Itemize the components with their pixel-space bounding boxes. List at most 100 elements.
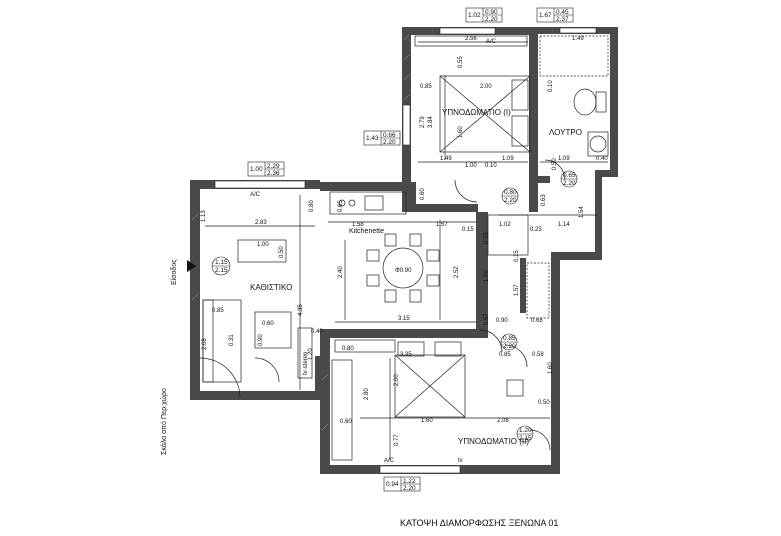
svg-text:1.57: 1.57 [436, 222, 448, 228]
svg-text:2.79: 2.79 [420, 116, 426, 128]
plan-title: ΚΑΤΟΨΗ ΔΙΑΜΟΡΦΩΣΗΣ ΞΕΝΩΝΑ 01 [400, 518, 559, 528]
svg-text:1.22: 1.22 [403, 478, 416, 485]
door-tag-bath: 0.65 2.20 [560, 170, 578, 188]
living-label: ΚΑΘΙΣΤΙΚΟ [250, 283, 292, 292]
svg-text:2.52: 2.52 [454, 266, 460, 278]
entrance-label: Είσοδος [170, 259, 178, 285]
svg-text:0.80: 0.80 [504, 189, 517, 196]
svg-text:0.90: 0.90 [258, 334, 264, 346]
svg-text:1.60: 1.60 [421, 418, 433, 424]
svg-text:0.60: 0.60 [340, 419, 352, 425]
svg-text:0.40: 0.40 [596, 156, 608, 162]
svg-text:2.20: 2.20 [485, 16, 498, 23]
svg-text:0.85: 0.85 [499, 352, 511, 358]
svg-text:0.50: 0.50 [538, 400, 550, 406]
svg-text:1.02: 1.02 [468, 12, 481, 19]
svg-text:0.77: 0.77 [394, 434, 400, 446]
svg-text:2.15: 2.15 [215, 267, 228, 274]
svg-text:1.20: 1.20 [519, 427, 532, 434]
svg-text:0.60: 0.60 [420, 188, 426, 200]
ac-label-bed1: A/C [486, 39, 497, 45]
svg-text:1.09: 1.09 [502, 156, 514, 162]
svg-text:1.49: 1.49 [440, 156, 452, 162]
window-tag-bed1-top: 1.02 0.90 2.20 [465, 7, 503, 23]
bedroom1-label: ΥΠΝΟΔΩΜΑΤΙΟ (Ι) [442, 108, 511, 117]
walls [190, 27, 618, 474]
wall-hatching [191, 34, 410, 431]
svg-text:0.50: 0.50 [279, 246, 285, 258]
svg-text:0.55: 0.55 [458, 56, 464, 68]
svg-text:1.58: 1.58 [352, 222, 364, 228]
svg-text:0.90: 0.90 [496, 318, 508, 324]
svg-text:0.31: 0.31 [229, 334, 235, 346]
svg-text:2.08: 2.08 [202, 338, 208, 350]
svg-text:0.45: 0.45 [556, 9, 569, 16]
svg-text:0.94: 0.94 [386, 481, 399, 488]
window-tag-bed2-bottom: 0.94 1.22 2.20 [383, 476, 421, 492]
ac-label-living: A/C [250, 192, 261, 198]
svg-text:0.95: 0.95 [484, 232, 490, 244]
svg-text:0.40: 0.40 [311, 329, 323, 335]
svg-text:1.60: 1.60 [548, 362, 554, 374]
svg-text:0.80: 0.80 [309, 200, 315, 212]
svg-text:3.15: 3.15 [398, 316, 410, 322]
svg-text:2.20: 2.20 [563, 180, 576, 187]
window-tag-living-top: 1.00 2.29 2.36 [247, 161, 285, 177]
interior-lines [199, 35, 609, 461]
svg-text:1.13: 1.13 [201, 210, 207, 222]
svg-text:0.85: 0.85 [503, 335, 516, 342]
svg-text:0.10: 0.10 [485, 163, 497, 169]
svg-text:0.57: 0.57 [484, 313, 490, 325]
svg-text:0.58: 0.58 [532, 352, 544, 358]
svg-text:1.57: 1.57 [514, 284, 520, 296]
svg-text:2.15: 2.15 [519, 435, 532, 442]
svg-text:2.00: 2.00 [480, 84, 492, 90]
windows [214, 27, 597, 474]
tv-label: tv [458, 458, 463, 464]
svg-text:1.54: 1.54 [579, 206, 585, 218]
svg-text:1.00: 1.00 [484, 270, 490, 282]
svg-text:0.15: 0.15 [462, 227, 474, 233]
door-tag-bed1: 0.80 2.20 [501, 187, 519, 205]
bathroom-label: ΛΟΥΤΡΟ [549, 128, 582, 137]
svg-text:0.63: 0.63 [541, 194, 547, 206]
svg-text:3.84: 3.84 [428, 116, 434, 128]
door-tag-bed2: 0.85 2.20 [500, 333, 518, 351]
svg-text:0.85: 0.85 [420, 84, 432, 90]
svg-text:3.35: 3.35 [400, 352, 412, 358]
svg-text:0.65: 0.65 [563, 172, 576, 179]
svg-text:0.66: 0.66 [383, 132, 396, 139]
ac-label-bed2: A/C [384, 458, 395, 464]
svg-text:1.15: 1.15 [215, 259, 228, 266]
door-tag-bed2-balcony: 1.20 2.15 [516, 425, 534, 443]
svg-text:1.60: 1.60 [458, 126, 464, 138]
svg-text:2.37: 2.37 [556, 16, 569, 23]
stair-link-label: Σκάλα από Περ.χώρο [160, 388, 168, 455]
kitchenette-label: Kitchenette [349, 228, 384, 235]
svg-text:0.85: 0.85 [212, 308, 224, 314]
svg-text:0.65: 0.65 [338, 200, 344, 212]
dimension-labels: 2.56 1.49 0.55 2.79 3.84 0.85 2.00 1.60 … [201, 36, 608, 446]
svg-text:2.00: 2.00 [394, 374, 400, 386]
svg-text:4.35: 4.35 [298, 304, 304, 316]
svg-text:2.36: 2.36 [267, 170, 280, 177]
svg-text:2.20: 2.20 [504, 197, 517, 204]
svg-text:2.83: 2.83 [255, 220, 267, 226]
svg-text:1.49: 1.49 [572, 36, 584, 42]
svg-text:2.20: 2.20 [403, 485, 416, 492]
tv-stereo-label: tv-stereo [303, 351, 309, 375]
table-dia-label: Φ0.90 [395, 268, 412, 274]
svg-text:1.20: 1.20 [308, 348, 314, 360]
svg-text:1.00: 1.00 [250, 166, 263, 173]
svg-text:1.67: 1.67 [539, 12, 552, 19]
svg-text:1.02: 1.02 [499, 222, 511, 228]
svg-text:2.56: 2.56 [465, 36, 477, 42]
door-tag-entry: 1.15 2.15 [211, 256, 231, 276]
bedroom2-label: ΥΠΝΟΔΩΜΑΤΙΟ (ΙΙ) [458, 437, 529, 446]
svg-text:1.14: 1.14 [558, 222, 570, 228]
svg-text:0.23: 0.23 [530, 227, 542, 233]
svg-text:0.80: 0.80 [342, 346, 354, 352]
window-tag-bed1-left: 1.43 0.66 2.20 [363, 130, 401, 146]
svg-text:2.08: 2.08 [497, 418, 509, 424]
svg-text:1.00: 1.00 [465, 163, 477, 169]
